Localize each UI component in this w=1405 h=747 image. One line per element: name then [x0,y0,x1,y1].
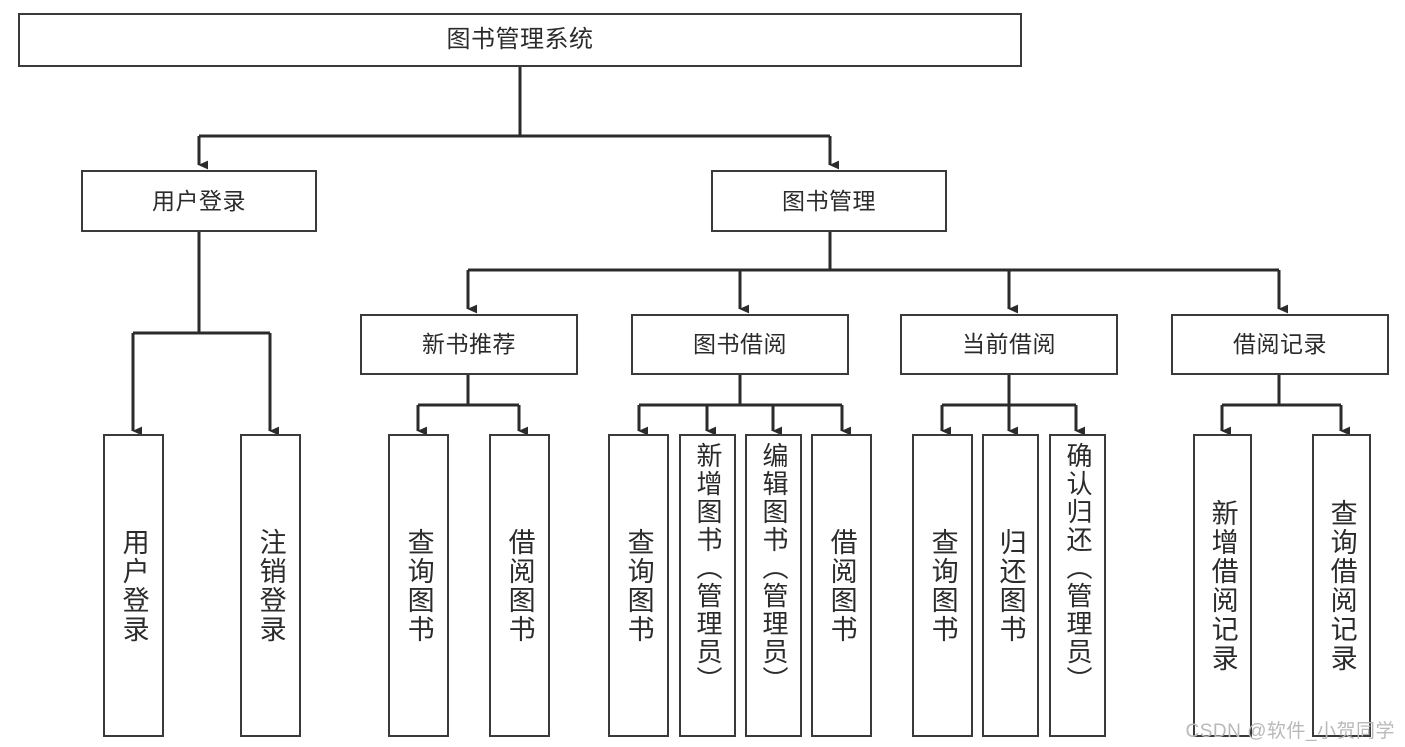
leaf-book-borrow-edit[interactable]: 编辑图书（管理员） [745,434,802,737]
node-label: 查询图书 [927,527,958,644]
node-label: 新增借阅记录 [1207,498,1238,673]
node-label: 图书借阅 [693,331,787,358]
node-label: 用户登录 [118,527,149,644]
node-label: 用户登录 [152,187,246,214]
node-borrow-record[interactable]: 借阅记录 [1171,314,1389,375]
node-label: 查询借阅记录 [1326,498,1357,673]
leaf-new-book-query[interactable]: 查询图书 [388,434,449,737]
leaf-borrow-record-add[interactable]: 新增借阅记录 [1193,434,1252,737]
leaf-current-borrow-query[interactable]: 查询图书 [912,434,973,737]
node-label: 当前借阅 [962,331,1056,358]
node-label: 查询图书 [623,527,654,644]
node-label: 新增图书（管理员） [693,442,724,694]
node-label: 图书管理 [782,187,876,214]
leaf-current-borrow-confirm-return[interactable]: 确认归还（管理员） [1049,434,1106,737]
node-book-borrow[interactable]: 图书借阅 [631,314,849,375]
node-current-borrow[interactable]: 当前借阅 [900,314,1118,375]
leaf-new-book-borrow[interactable]: 借阅图书 [489,434,550,737]
node-label: 注销登录 [255,527,286,644]
node-label: 借阅图书 [504,527,535,644]
node-label: 借阅记录 [1233,331,1327,358]
leaf-user-login-logout[interactable]: 注销登录 [240,434,301,737]
node-label: 查询图书 [403,527,434,644]
leaf-book-borrow-query[interactable]: 查询图书 [608,434,669,737]
leaf-user-login-login[interactable]: 用户登录 [103,434,164,737]
node-label: 图书管理系统 [446,26,594,54]
node-label: 借阅图书 [826,527,857,644]
node-root-library-system[interactable]: 图书管理系统 [18,13,1022,67]
node-label: 新书推荐 [422,331,516,358]
leaf-current-borrow-return[interactable]: 归还图书 [982,434,1039,737]
leaf-book-borrow-add[interactable]: 新增图书（管理员） [679,434,736,737]
leaf-book-borrow-borrow[interactable]: 借阅图书 [811,434,872,737]
leaf-borrow-record-query[interactable]: 查询借阅记录 [1312,434,1371,737]
node-new-book-recommend[interactable]: 新书推荐 [360,314,578,375]
node-label: 归还图书 [995,527,1026,644]
node-label: 编辑图书（管理员） [759,442,790,694]
node-user-login[interactable]: 用户登录 [81,170,317,232]
node-label: 确认归还（管理员） [1063,442,1094,694]
node-book-management[interactable]: 图书管理 [711,170,947,232]
